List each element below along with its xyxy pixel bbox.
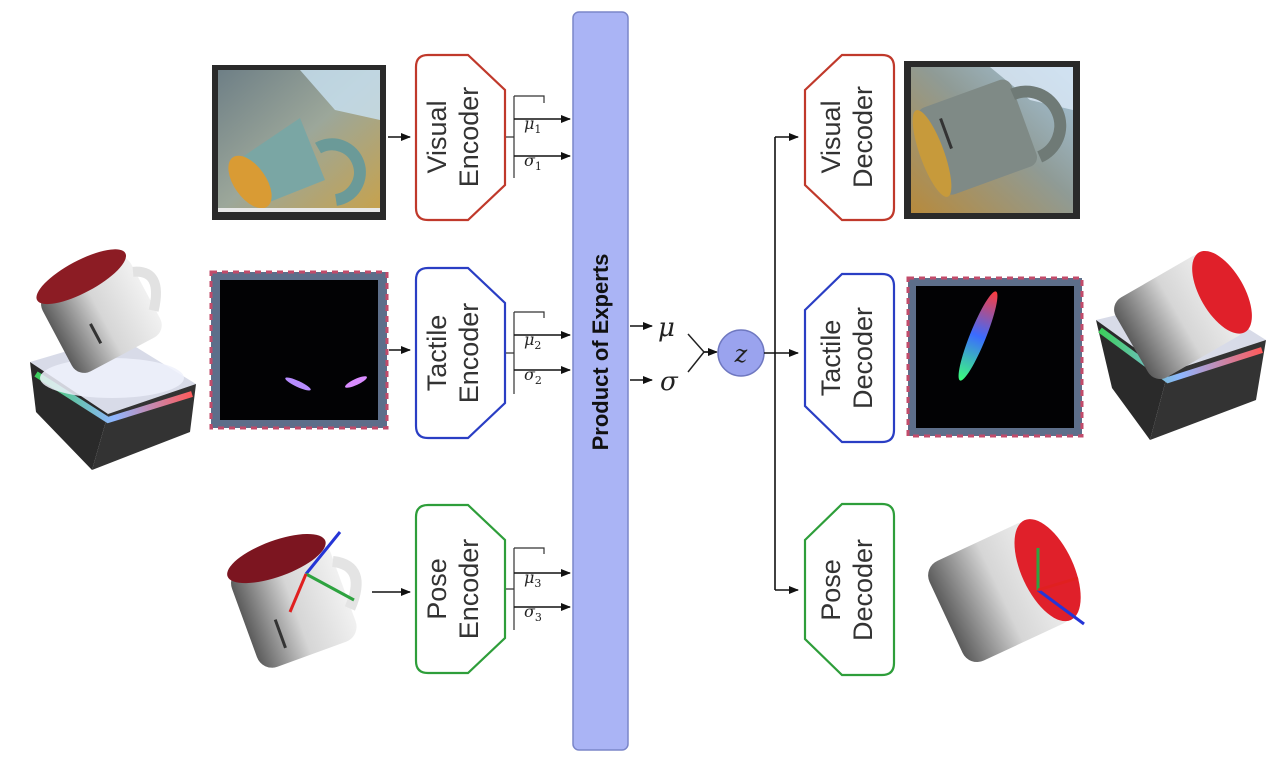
tactile-sigma-subscript: 2 <box>535 374 542 387</box>
svg-text:μ2: μ2 <box>524 330 541 352</box>
latent-z-node: z <box>717 329 765 377</box>
pose-decoder-label-line1: Pose <box>816 559 846 621</box>
pose-encoder-label-line1: Pose <box>422 558 452 620</box>
mug-with-pose-axes-right <box>928 519 1085 663</box>
svg-text:μ3: μ3 <box>524 568 541 590</box>
visual-decoder-label-line1: Visual <box>816 100 846 173</box>
product-of-experts-block: Product of Experts <box>572 11 629 751</box>
tactile-encoder: Tactile Encoder <box>414 266 507 440</box>
pose-decoder-shape <box>803 502 896 677</box>
visual-encoder-label-line2: Encoder <box>454 87 484 188</box>
visual-sigma-subscript: 1 <box>535 160 542 173</box>
tactile-output-image <box>906 276 1084 438</box>
svg-text:μ1: μ1 <box>524 114 541 136</box>
visual-mu-subscript: 1 <box>534 123 541 136</box>
tactile-encoder-shape <box>414 266 507 440</box>
merge-connector <box>687 333 716 373</box>
pose-latent-params: μ3 σ3 <box>506 547 571 630</box>
tactile-decoder-label-line1: Tactile <box>816 320 846 397</box>
pose-mu-subscript: 3 <box>534 577 541 590</box>
svg-text:σ2: σ2 <box>524 365 542 387</box>
tactile-mu-subscript: 2 <box>534 339 541 352</box>
tactile-input-image <box>209 270 389 430</box>
visual-input-image <box>212 65 386 220</box>
product-of-experts-label: Product of Experts <box>588 254 613 451</box>
pose-mu-symbol: μ <box>524 568 534 587</box>
visual-decoder: Visual Decoder <box>803 53 896 222</box>
tactile-mu-symbol: μ <box>524 330 534 349</box>
visual-encoder-shape <box>414 53 507 222</box>
tactile-encoder-label-line2: Encoder <box>454 303 484 404</box>
pose-decoder: Pose Decoder <box>803 502 896 677</box>
visual-decoder-shape <box>803 53 896 222</box>
latent-z-label: z <box>734 340 748 368</box>
visual-encoder-label-line1: Visual <box>422 100 452 173</box>
pose-sigma-subscript: 3 <box>535 611 542 624</box>
visual-latent-params: μ1 σ1 <box>506 95 571 178</box>
visual-mu-symbol: μ <box>524 114 534 133</box>
visual-decoder-label-line2: Decoder <box>848 86 878 188</box>
pose-encoder-label-line2: Encoder <box>454 539 484 640</box>
fused-sigma-label: σ <box>660 367 679 397</box>
tactile-sigma-symbol: σ <box>524 365 536 384</box>
tactile-decoder-shape <box>803 272 896 444</box>
tactile-encoder-label-line1: Tactile <box>422 315 452 392</box>
pose-sigma-symbol: σ <box>524 602 536 621</box>
pose-encoder-shape <box>414 503 507 675</box>
visual-output-image <box>904 61 1080 219</box>
mug-with-pose-axes-left <box>227 531 362 668</box>
pose-encoder: Pose Encoder <box>414 503 507 675</box>
fused-mu-label: μ <box>658 313 675 343</box>
visual-sigma-symbol: σ <box>524 151 536 170</box>
tactile-decoder: Tactile Decoder <box>803 272 896 444</box>
svg-text:σ3: σ3 <box>524 602 542 624</box>
tactile-decoder-label-line2: Decoder <box>848 307 878 409</box>
decoder-branch-lines <box>764 133 799 594</box>
tactile-latent-params: μ2 σ2 <box>506 311 571 394</box>
mug-on-sensor-right <box>1096 250 1266 440</box>
mug-on-sensor-left <box>30 249 196 470</box>
svg-text:σ1: σ1 <box>524 151 542 173</box>
visual-encoder: Visual Encoder <box>414 53 507 222</box>
pose-decoder-label-line2: Decoder <box>848 539 878 641</box>
